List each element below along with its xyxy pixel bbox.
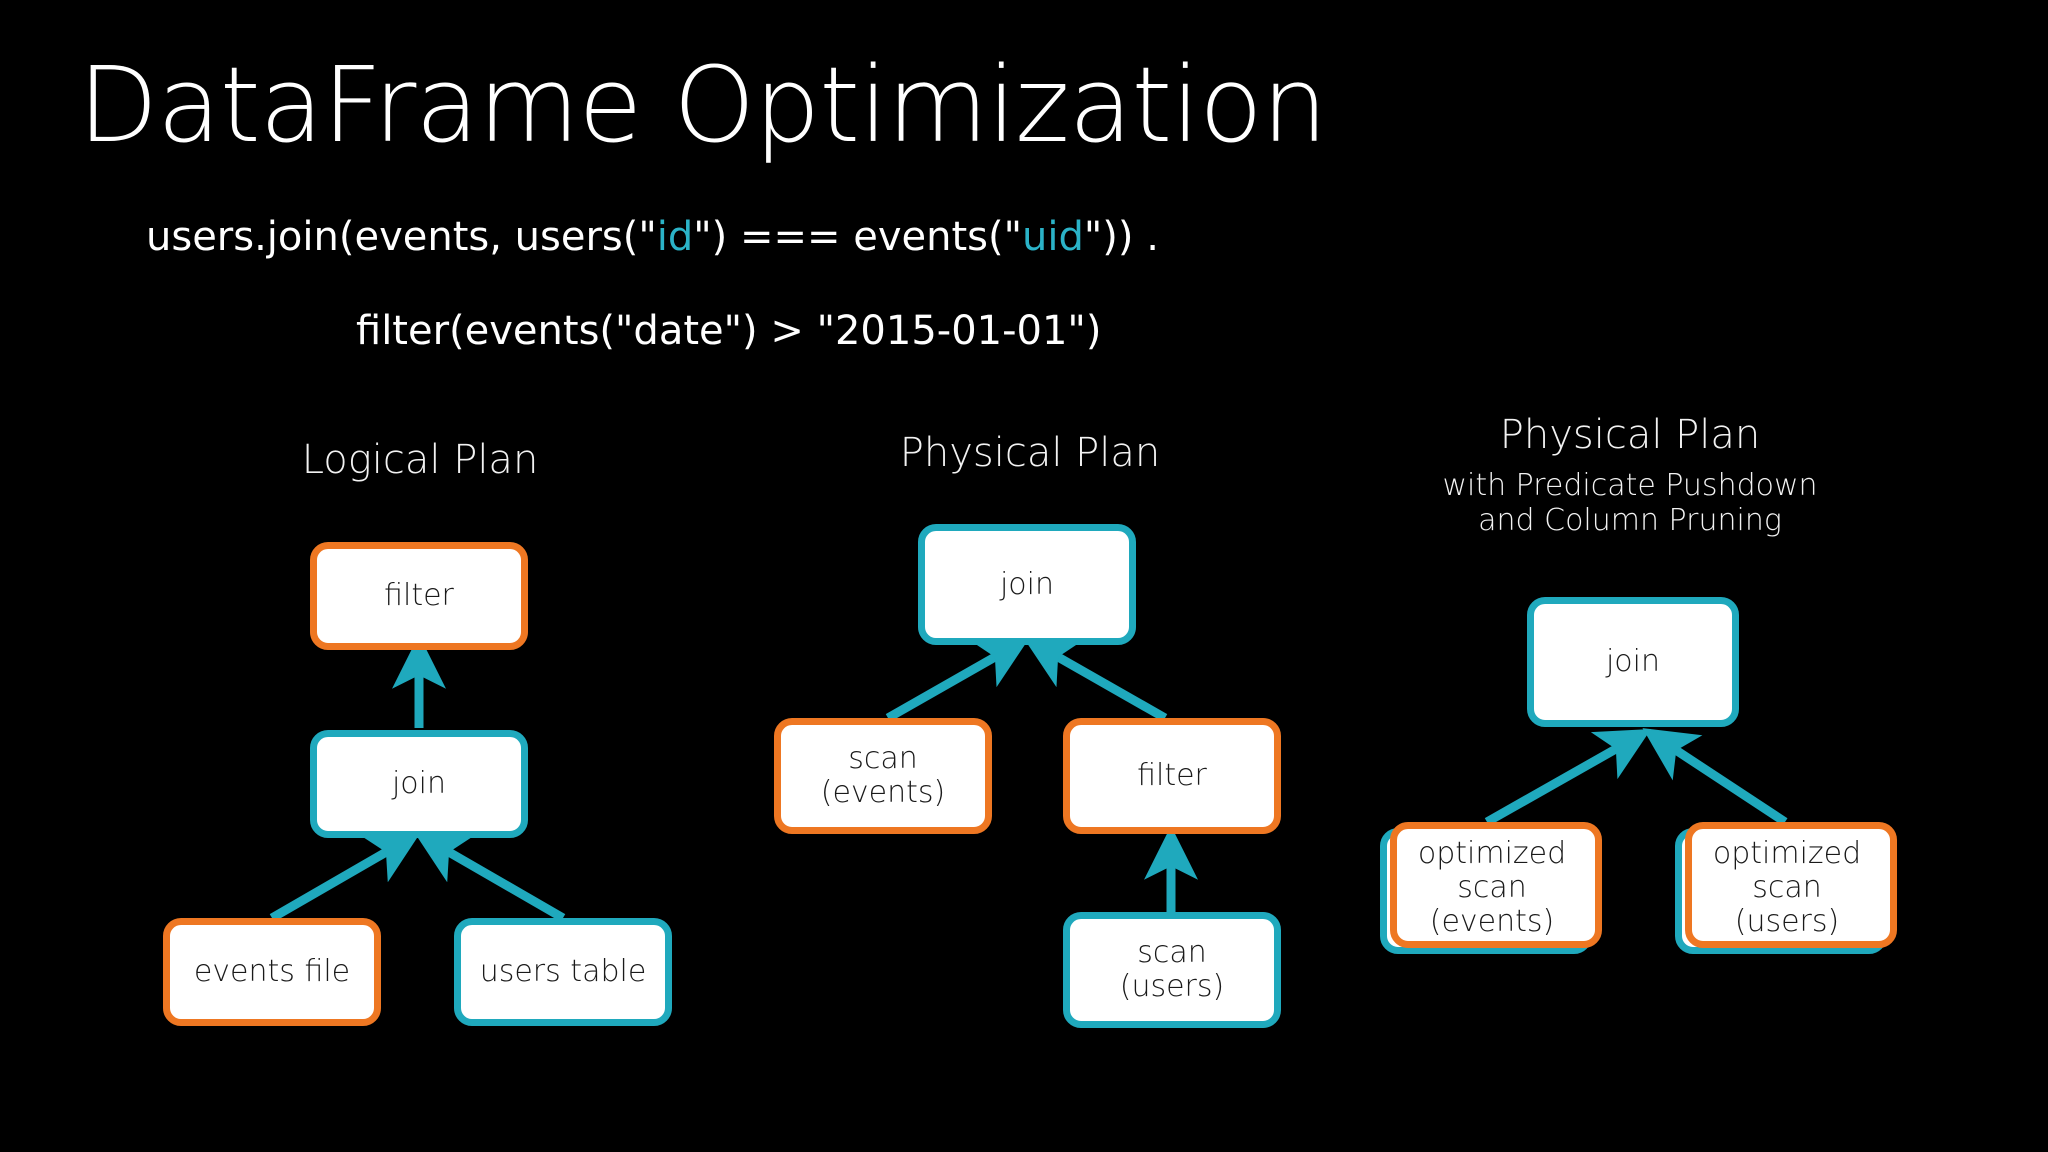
logical-plan-title: Logical Plan [301, 437, 539, 483]
node-optimized-scan-events-line-3: (events) [1429, 904, 1555, 940]
node-logical-users-table-label: users table [479, 954, 647, 990]
arrow-physical-scanevents-to-join [885, 636, 1031, 722]
node-logical-filter[interactable]: filter [310, 542, 528, 650]
node-physical-filter-label: filter [1137, 758, 1207, 794]
code-line-1-part-c: ")) . [1083, 214, 1159, 260]
node-physical-scan-events-line-1: scan [848, 741, 918, 777]
node-optimized-scan-events-line-2: scan [1457, 869, 1527, 905]
node-physical-scan-events-label: scan (events) [815, 742, 951, 809]
node-physical-join[interactable]: join [918, 524, 1136, 645]
code-line-1: users.join(events, users("id") === event… [146, 214, 1159, 260]
node-logical-join[interactable]: join [310, 730, 528, 838]
code-literal-id: id [656, 214, 694, 260]
node-physical-join-label: join [999, 566, 1055, 602]
code-line-2: filter(events("date") > "2015-01-01") [356, 308, 1102, 354]
node-logical-events-file[interactable]: events file [163, 918, 381, 1026]
node-logical-users-table[interactable]: users table [454, 918, 672, 1026]
node-physical-scan-users-line-2: (users) [1119, 969, 1225, 1004]
node-optimized-scan-users-line-2: scan [1752, 869, 1822, 905]
arrow-physical-filter-to-join [1022, 636, 1168, 722]
node-physical-scan-users-label: scan (users) [1114, 936, 1230, 1003]
physical-plan-optimized-subtitle: with Predicate Pushdown and Column Pruni… [1380, 468, 1880, 539]
node-optimized-scan-events[interactable]: optimized scan (events) [1380, 822, 1602, 954]
arrow-logical-eventsfile-to-join [269, 831, 422, 922]
node-optimized-join-label: join [1605, 644, 1661, 680]
node-logical-filter-label: filter [384, 578, 454, 614]
physical-plan-title: Physical Plan [899, 430, 1161, 476]
node-optimized-scan-users-line-1: optimized [1712, 835, 1862, 871]
node-logical-join-label: join [391, 766, 447, 802]
page-title: DataFrame Optimization [78, 44, 1328, 166]
node-optimized-join[interactable]: join [1527, 597, 1739, 727]
node-physical-scan-events-line-2: (events) [820, 775, 946, 810]
physical-plan-optimized-subtitle-line-1: with Predicate Pushdown [1442, 468, 1818, 503]
node-optimized-scan-events-line-1: optimized [1417, 835, 1567, 871]
code-line-1-part-a: users.join(events, users(" [146, 214, 657, 260]
code-literal-uid: uid [1022, 214, 1084, 260]
node-optimized-scan-users-orange-layer [1685, 822, 1897, 948]
node-optimized-scan-users-line-3: (users) [1734, 904, 1840, 940]
node-physical-filter[interactable]: filter [1063, 718, 1281, 834]
physical-plan-optimized-subtitle-line-2: and Column Pruning [1478, 503, 1782, 539]
node-optimized-scan-users-label: optimized scan (users) [1681, 825, 1893, 951]
arrow-optimized-scanevents-to-join [1484, 729, 1652, 826]
node-optimized-scan-events-orange-layer [1390, 822, 1602, 948]
node-physical-scan-users-line-1: scan [1137, 935, 1207, 971]
arrow-optimized-scanusers-to-join [1642, 728, 1788, 826]
node-optimized-scan-events-label: optimized scan (events) [1386, 825, 1598, 951]
node-logical-events-file-label: events file [193, 954, 351, 990]
physical-plan-optimized-title: Physical Plan [1499, 412, 1761, 458]
node-physical-scan-users[interactable]: scan (users) [1063, 912, 1281, 1028]
node-optimized-scan-users[interactable]: optimized scan (users) [1675, 822, 1897, 954]
node-physical-scan-events[interactable]: scan (events) [774, 718, 992, 834]
code-line-1-part-b: ") === events(" [693, 214, 1023, 260]
arrow-logical-userstable-to-join [413, 831, 566, 922]
